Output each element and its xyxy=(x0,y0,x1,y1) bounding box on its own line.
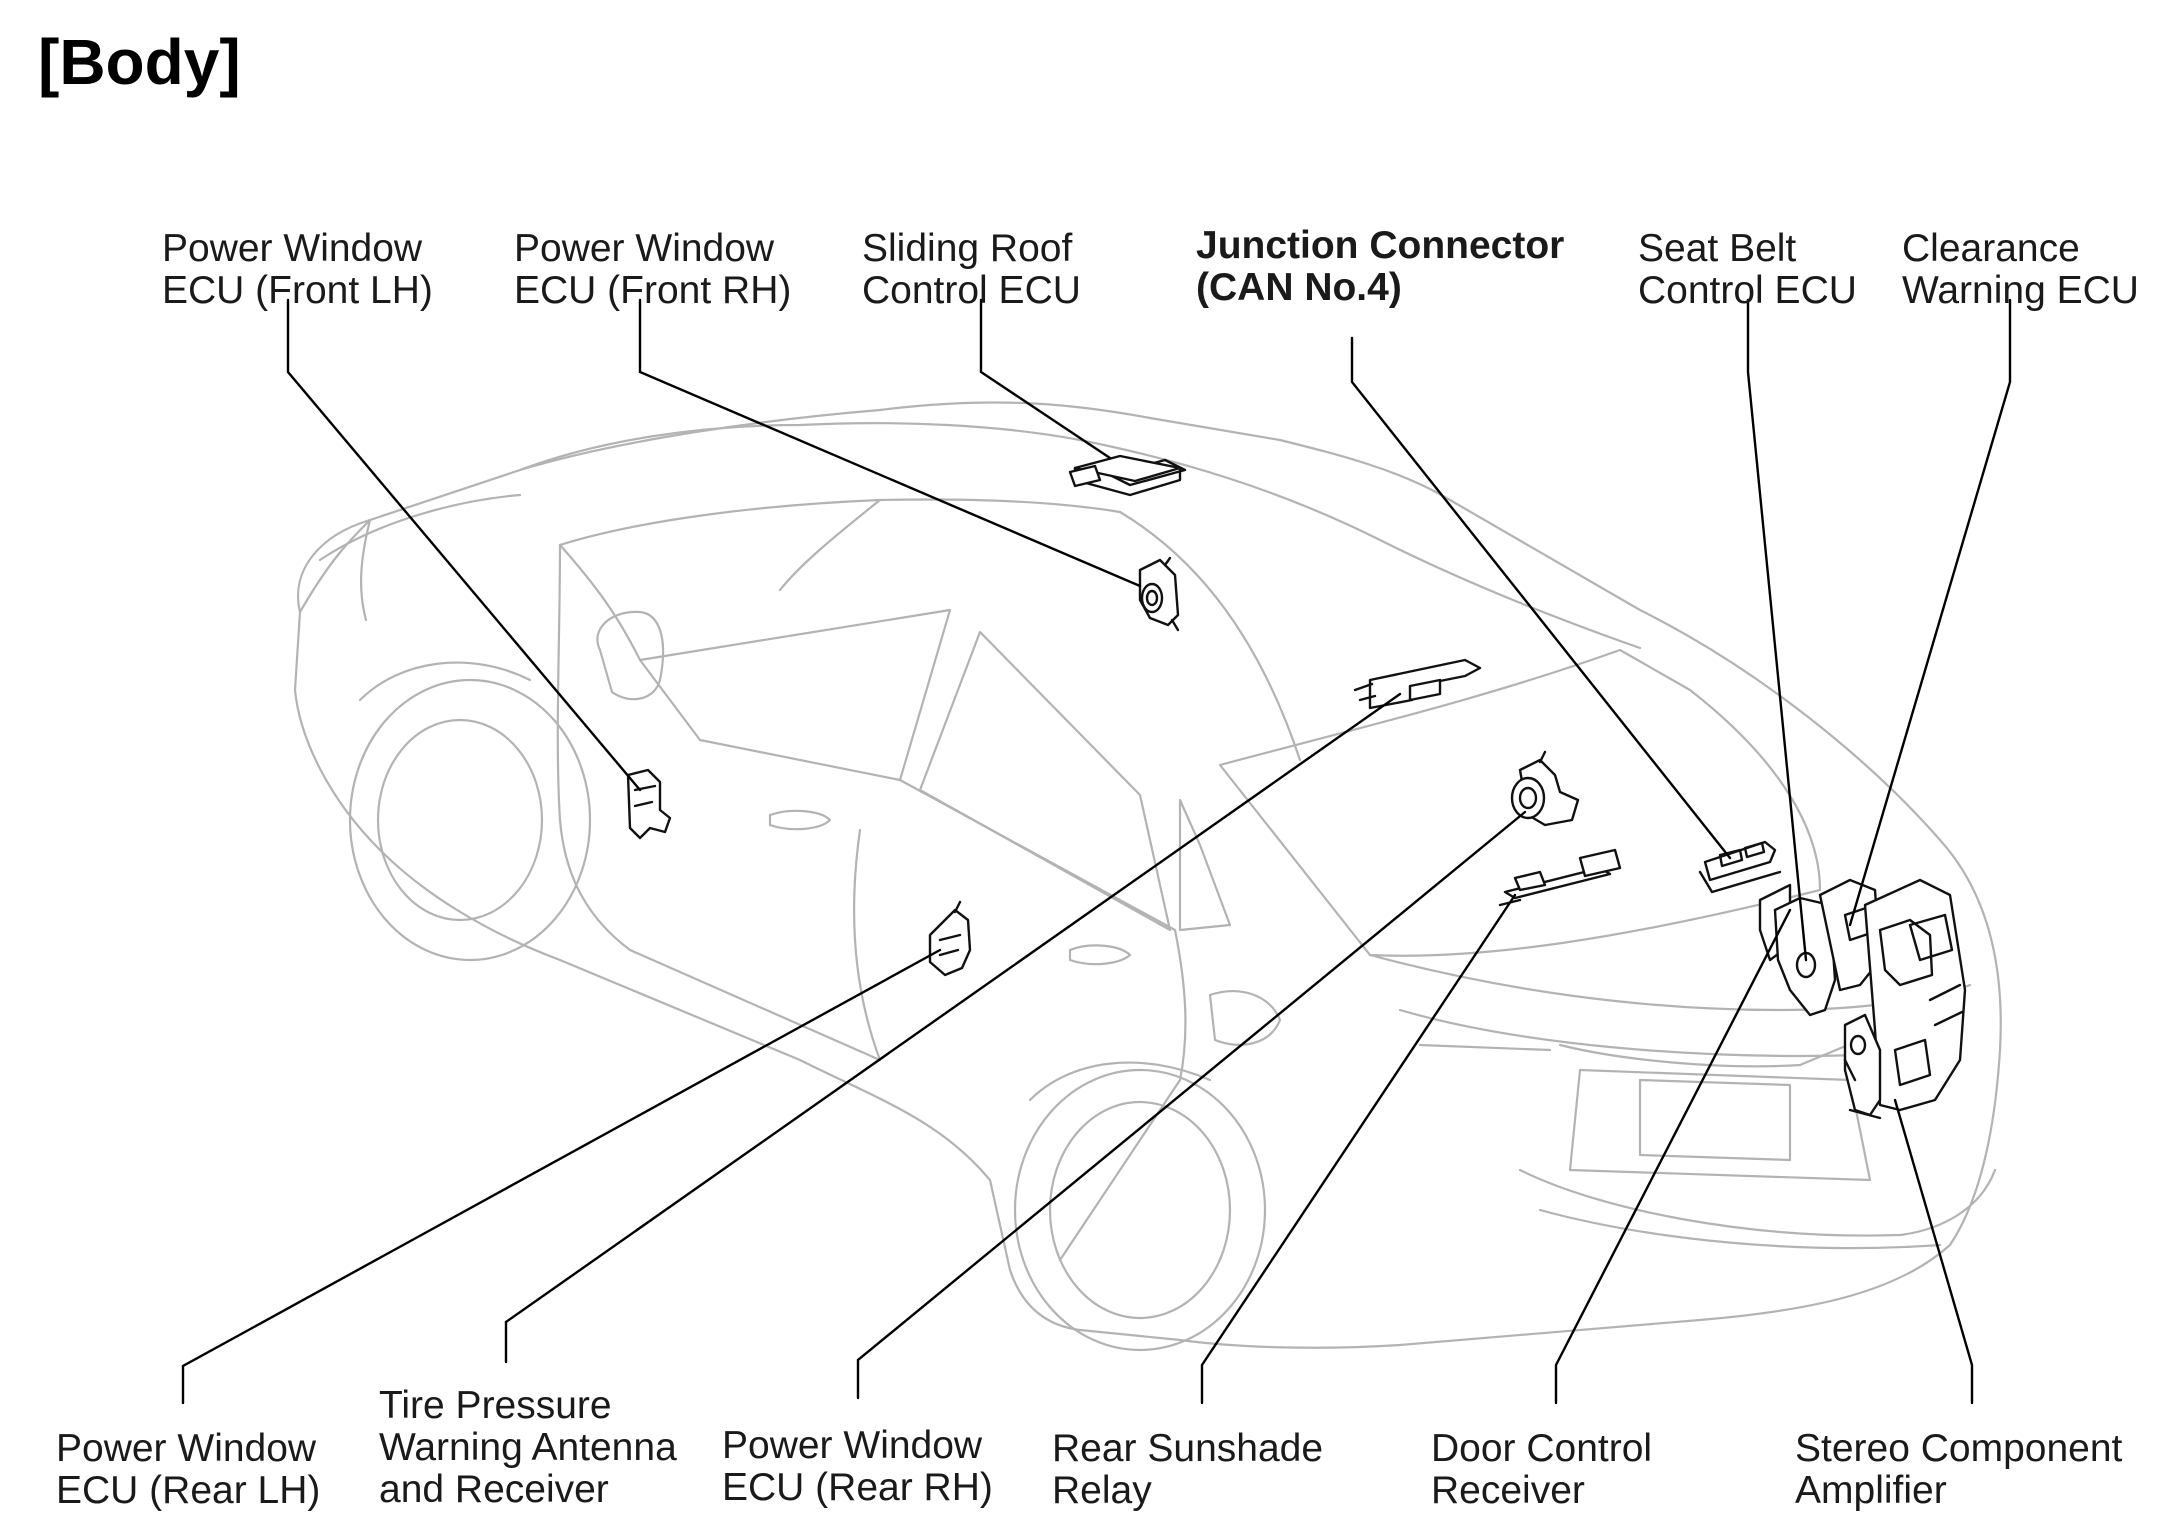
leader-door-control xyxy=(1554,908,1792,1405)
rear-sunshade-part xyxy=(1498,848,1622,907)
page-title: [Body] xyxy=(38,26,241,98)
leader-pw-rear-lh xyxy=(181,948,942,1405)
pw-rear-lh-part xyxy=(928,900,972,977)
components xyxy=(626,454,1967,1120)
leader-clearance-warning xyxy=(1848,298,2012,927)
car-outline xyxy=(293,401,2002,1352)
pw-front-lh-part xyxy=(626,768,672,840)
leader-sliding-roof xyxy=(979,298,1112,460)
pw-front-rh-part xyxy=(1138,556,1180,632)
leader-stereo-amp xyxy=(1893,1098,1974,1405)
sliding-roof-ecu-part xyxy=(1068,454,1187,497)
junction-connector-part xyxy=(1698,840,1782,894)
leader-seat-belt xyxy=(1746,298,1808,962)
trunk-ecu-cluster xyxy=(1758,878,1967,1120)
leader-lines xyxy=(181,298,2012,1405)
leader-pw-front-lh xyxy=(286,298,642,792)
leader-pw-front-rh xyxy=(638,298,1142,588)
label-junction-connector: Junction Connector(CAN No.4) xyxy=(1196,224,1565,309)
leader-pw-rear-rh xyxy=(856,810,1527,1400)
pw-rear-rh-part xyxy=(1510,750,1580,827)
leader-tire-pressure xyxy=(504,692,1402,1364)
leader-junction-connector xyxy=(1350,336,1732,860)
leader-rear-sunshade xyxy=(1200,893,1517,1405)
